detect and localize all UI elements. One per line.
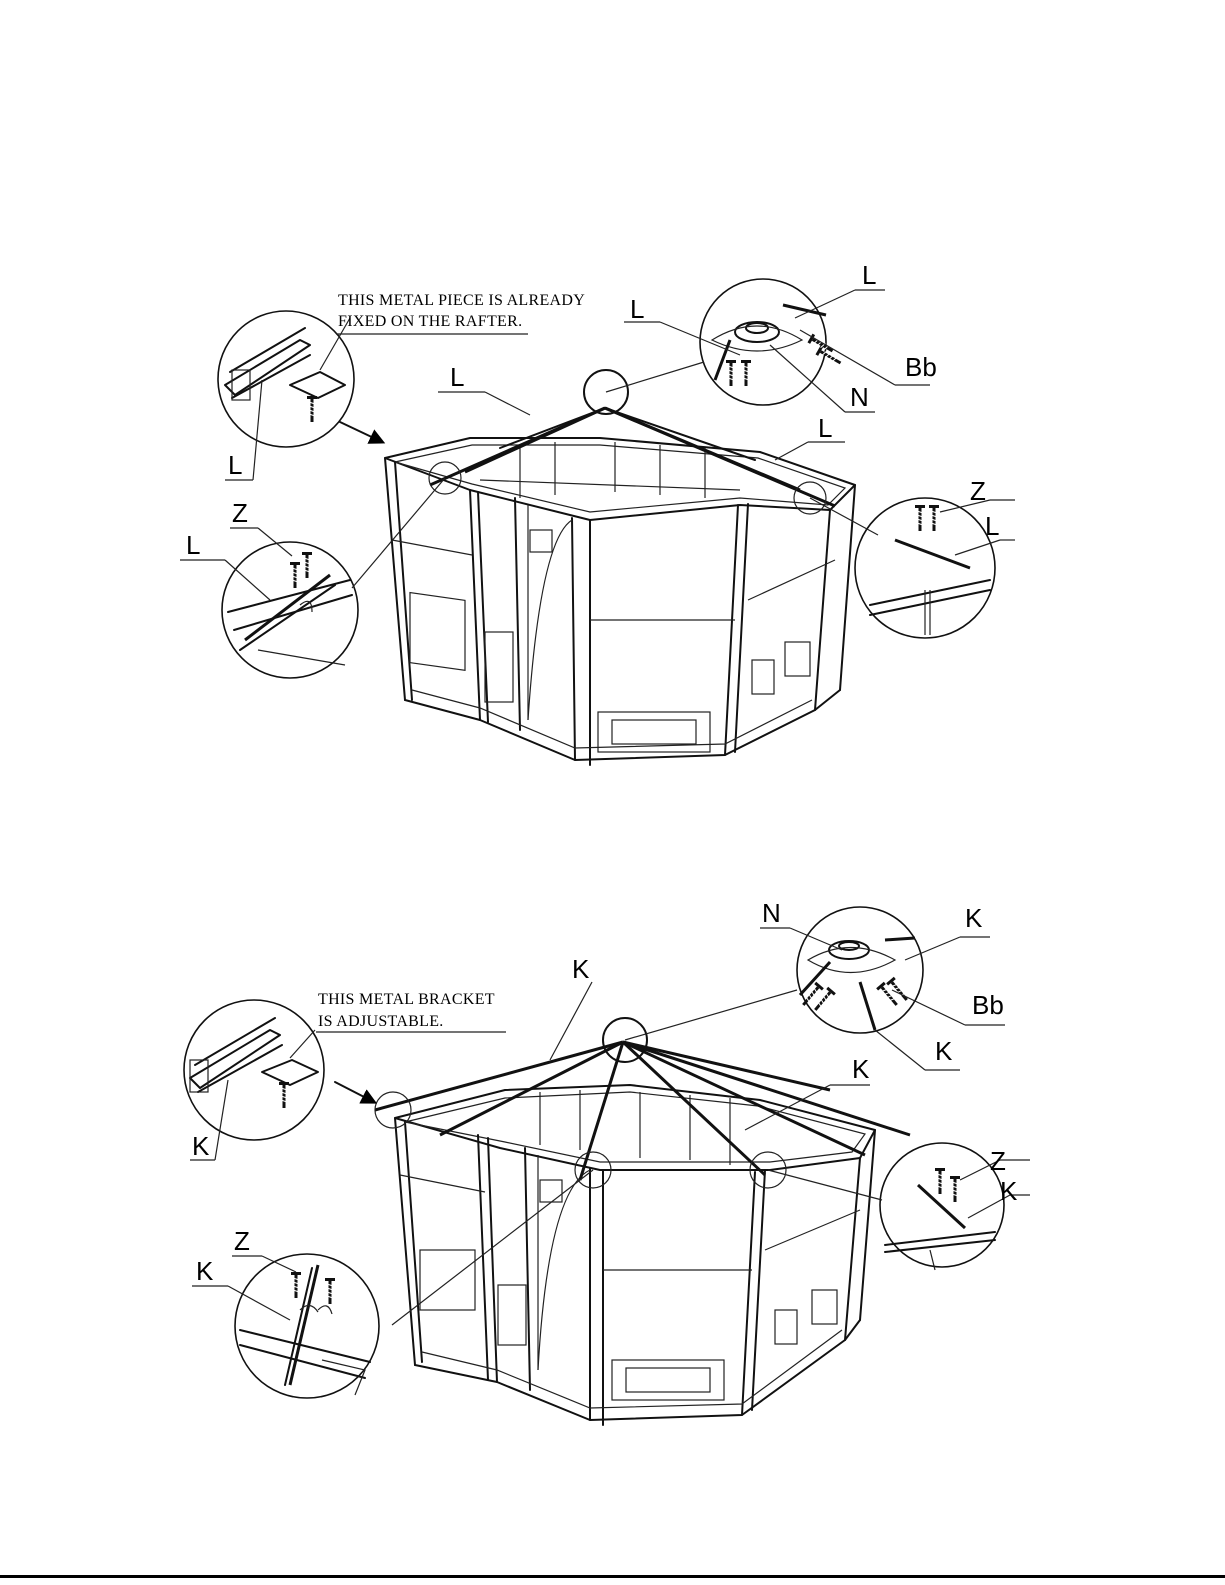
label-rafter-bottom-left: L <box>186 530 200 560</box>
figure-bottom: THIS METAL BRACKET IS ADJUSTABLE. K K N … <box>184 898 1030 1425</box>
detail-circle-left-bottom <box>184 1000 324 1140</box>
detail-circle-right-top <box>855 498 995 638</box>
detail-circle-right-bottom <box>880 1143 1004 1270</box>
arrow-icon <box>340 422 378 440</box>
label-screw-left-bottom: Z <box>234 1226 250 1256</box>
label-hub: N <box>850 382 869 412</box>
label-rafter-detail: L <box>228 450 242 480</box>
label-rafter-bottom-left-bottom: K <box>196 1256 214 1286</box>
label-rafter-top-bottom: K <box>572 954 590 984</box>
label-hub-rafter-a-bottom: K <box>965 903 983 933</box>
label-hub-bottom: N <box>762 898 781 928</box>
label-hub-rafter-b: L <box>862 260 876 290</box>
detail-circle-left-top <box>218 311 354 447</box>
label-screw-right-bottom: Z <box>990 1146 1006 1176</box>
label-screw-left: Z <box>232 498 248 528</box>
footer-rule <box>0 1575 1225 1578</box>
label-bracket: Bb <box>905 352 937 382</box>
label-screw-right: Z <box>970 476 986 506</box>
label-hub-rafter-b-bottom: K <box>935 1036 953 1066</box>
figure-top: THIS METAL PIECE IS ALREADY FIXED ON THE… <box>180 260 1015 765</box>
label-rafter-left: L <box>450 362 464 392</box>
note-line-1-bottom: THIS METAL BRACKET <box>318 991 495 1008</box>
detail-circle-bottom-left-bottom <box>235 1254 379 1398</box>
detail-circle-top-hub-bottom <box>797 907 923 1033</box>
label-rafter-right: L <box>818 413 832 443</box>
note-line-1: THIS METAL PIECE IS ALREADY <box>338 292 585 309</box>
label-rafter-right-detail: L <box>985 511 999 541</box>
note-line-2: FIXED ON THE RAFTER. <box>338 313 522 330</box>
gazebo-structure-top <box>385 438 855 765</box>
note-line-2-bottom: IS ADJUSTABLE. <box>318 1013 444 1030</box>
detail-circle-bottom-left-top <box>222 542 358 678</box>
label-rafter-right-detail-bottom: K <box>1000 1176 1018 1206</box>
arrow-icon <box>335 1082 370 1100</box>
label-rafter-right-bottom: K <box>852 1054 870 1084</box>
gazebo-structure-bottom <box>395 1085 875 1425</box>
label-hub-rafter-a: L <box>630 294 644 324</box>
label-rafter-detail-bottom: K <box>192 1131 210 1161</box>
label-bracket-bottom: Bb <box>972 990 1004 1020</box>
